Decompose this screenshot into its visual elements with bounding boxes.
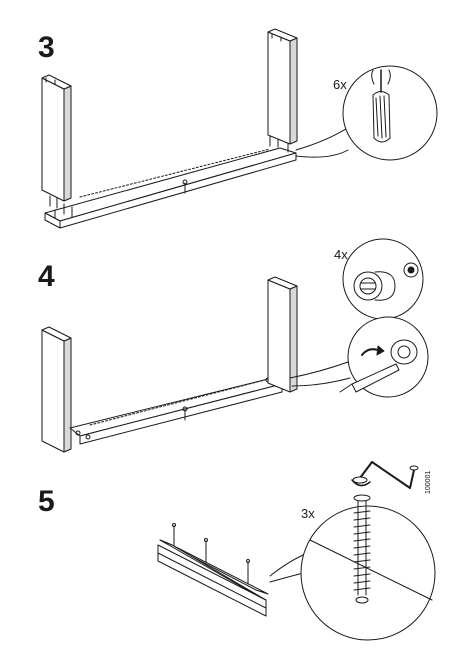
left-side-panel — [41, 74, 72, 202]
left-side-panel — [41, 326, 72, 453]
right-side-panel — [267, 28, 298, 145]
step-4-quantity: 4x — [334, 247, 348, 262]
allen-key-icon — [351, 461, 419, 489]
screw-icon — [353, 494, 371, 604]
screwdriver-icon — [339, 363, 400, 393]
right-side-panel — [267, 276, 298, 393]
step-3-detail-callout — [342, 65, 438, 161]
cam-lock-icon — [353, 262, 419, 301]
bottom-rail — [69, 377, 283, 445]
step-4-frame-illustration — [41, 276, 351, 453]
rail-piece — [157, 539, 269, 617]
step-4-turn-callout — [339, 316, 429, 398]
step-4-number: 4 — [38, 260, 55, 293]
step-3-frame-illustration — [41, 28, 353, 229]
step-3-number: 3 — [38, 31, 55, 64]
dowel-icon — [371, 69, 391, 143]
step-5-number: 5 — [38, 485, 55, 518]
step-5-rail-illustration — [157, 523, 316, 617]
rotation-arrow-icon — [361, 345, 385, 356]
bottom-rail — [44, 147, 297, 229]
step-5-screw-callout — [300, 461, 436, 641]
step-5-quantity: 3x — [301, 506, 315, 521]
step-3-quantity: 6x — [333, 77, 347, 92]
step-5-screws — [172, 523, 250, 585]
step-4-cam-callout — [342, 238, 424, 320]
